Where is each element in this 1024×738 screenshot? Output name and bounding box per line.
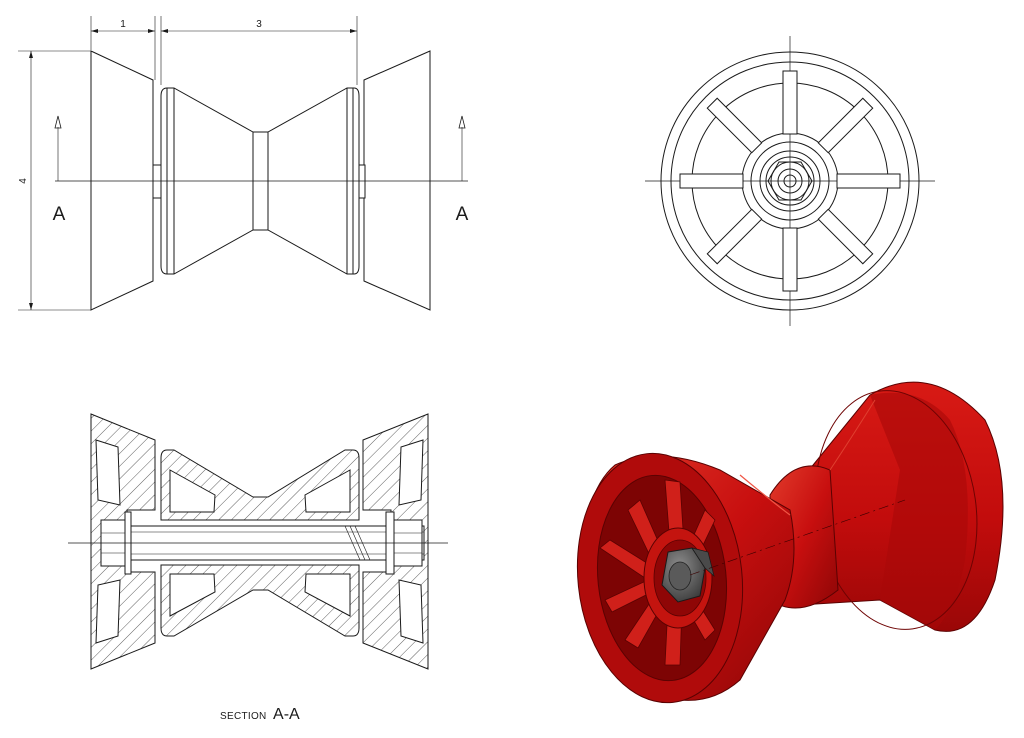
section-view: SECTION A-A [68, 413, 448, 723]
end-view [645, 36, 935, 326]
isometric-render [576, 381, 1004, 704]
left-cone-outline [90, 50, 154, 311]
dimension-width-center: 3 [160, 16, 358, 85]
section-caption-small: SECTION [220, 711, 267, 722]
dimension-height: 4 [18, 50, 91, 311]
section-caption-big: A-A [273, 706, 300, 723]
dim-label-1: 1 [120, 19, 126, 30]
outer-rim [660, 51, 920, 311]
dim-label-3: 3 [256, 19, 262, 30]
spokes [679, 70, 901, 292]
section-caption: SECTION A-A [220, 706, 300, 723]
section-arrow-right: A [456, 115, 469, 225]
right-cone-outline [363, 50, 431, 311]
left-washer [152, 164, 162, 199]
dimension-width-left: 1 [90, 16, 156, 80]
dim-label-4: 4 [18, 178, 29, 184]
hex-nut-outline [767, 161, 813, 201]
section-label-right: A [456, 204, 469, 225]
section-arrow-left: A [53, 115, 66, 225]
front-view: 1 3 4 [18, 16, 469, 311]
section-label-left: A [53, 204, 66, 225]
